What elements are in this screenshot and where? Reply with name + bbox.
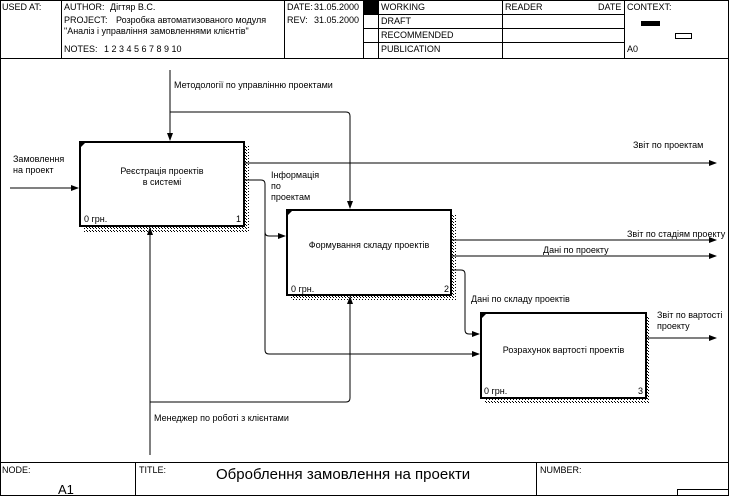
label-info-line-1: Інформація — [271, 170, 319, 181]
context-sibling-icon — [676, 34, 692, 39]
box-3-title: Розрахунок вартості проектів — [481, 345, 646, 356]
box-3-cost: 0 грн. — [484, 386, 507, 397]
title-label: TITLE: — [139, 465, 166, 476]
label-manager: Менеджер по роботі з клієнтами — [154, 413, 289, 424]
status-working: WORKING — [381, 2, 425, 13]
diagram-title: Оброблення замовлення на проекти — [216, 466, 470, 484]
rev-label: REV: — [287, 15, 308, 26]
label-data-composition: Дані по складу проектів — [471, 294, 570, 305]
author-value: Дігтяр В.С. — [110, 2, 155, 13]
node-label: NODE: — [2, 465, 31, 476]
label-report-stages: Звіт по стадіям проекту — [627, 229, 725, 240]
project-line-2: "Аналіз і управління замовленнями клієнт… — [64, 26, 249, 37]
box-1-cost: 0 грн. — [84, 214, 107, 225]
label-report-projects: Звіт по проектам — [633, 140, 703, 151]
notes-numbers: 1 2 3 4 5 6 7 8 9 10 — [104, 44, 182, 55]
label-info-line-3: проектам — [271, 192, 310, 203]
box-1-title-line-1: Реєстрація проектів — [80, 166, 244, 177]
label-order-line-2: на проект — [13, 165, 54, 176]
status-recommended: RECOMMENDED — [381, 30, 454, 41]
date-value: 31.05.2000 — [314, 2, 359, 13]
context-label: CONTEXT: — [627, 2, 672, 13]
label-info-line-2: по — [271, 181, 281, 192]
project-label: PROJECT: — [64, 15, 108, 26]
context-parent-icon — [641, 21, 660, 26]
notes-label: NOTES: — [64, 44, 98, 55]
node-value: A1 — [58, 482, 74, 497]
label-cost-line-2: проекту — [657, 321, 690, 332]
box-1-number: 1 — [236, 214, 241, 225]
context-node: A0 — [627, 44, 638, 55]
status-publication: PUBLICATION — [381, 44, 440, 55]
status-draft: DRAFT — [381, 16, 411, 27]
label-cost-line-1: Звіт по вартості — [657, 310, 722, 321]
box-2-title: Формування складу проектів — [287, 240, 451, 251]
date-label: DATE: — [287, 2, 313, 13]
reader-date-label: DATE — [598, 2, 621, 13]
label-data-project: Дані по проекту — [543, 245, 609, 256]
reader-label: READER — [505, 2, 543, 13]
working-status-marker — [364, 1, 378, 14]
author-label: AUTHOR: — [64, 2, 105, 13]
box-3-number: 3 — [638, 386, 643, 397]
arrow-mechanism-box2 — [150, 297, 350, 402]
number-label: NUMBER: — [540, 465, 582, 476]
rev-value: 31.05.2000 — [314, 15, 359, 26]
used-at-label: USED AT: — [2, 2, 41, 13]
box-2-number: 2 — [444, 284, 449, 295]
activity-box-2 — [287, 210, 451, 295]
project-line-1: Розробка автоматизованого модуля — [116, 15, 266, 26]
label-methodology: Методології по управлінню проектами — [174, 80, 333, 91]
label-order-line-1: Замовлення — [13, 154, 64, 165]
box-2-cost: 0 грн. — [291, 284, 314, 295]
box-1-title-line-2: в системі — [80, 177, 244, 188]
